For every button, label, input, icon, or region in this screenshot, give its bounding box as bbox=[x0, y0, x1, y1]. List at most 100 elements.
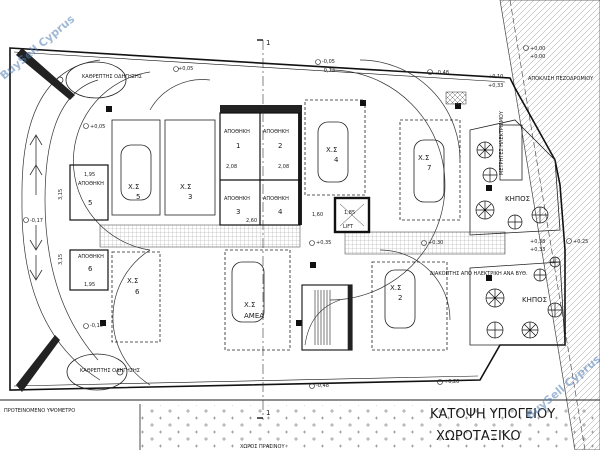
storage-1-width: 2,08 bbox=[226, 164, 237, 170]
storage-room-1: ΑΠΟΘΗΚΗ 1 2,08 bbox=[224, 129, 250, 170]
storage-3-number: 3 bbox=[236, 208, 240, 216]
parking-7-number: 7 bbox=[427, 164, 431, 172]
tree-icon bbox=[486, 321, 504, 339]
car-icon bbox=[231, 261, 265, 323]
storage-5-label: ΑΠΟΘΗΚΗ bbox=[78, 181, 104, 187]
direction-arrows bbox=[29, 134, 43, 281]
tree-icon bbox=[507, 214, 523, 230]
level-marker: -0,73 bbox=[322, 68, 335, 74]
storage-4-number: 4 bbox=[278, 208, 283, 216]
parking-3-number: 3 bbox=[188, 193, 192, 201]
car-icon bbox=[120, 144, 152, 201]
plan-title: ΚΑΤΟΨΗ ΥΠΟΓΕΙΟΥ bbox=[430, 407, 555, 422]
parking-4-label: Χ.Σ bbox=[326, 146, 337, 154]
storage-room-2: ΑΠΟΘΗΚΗ 2 2,08 bbox=[263, 129, 289, 170]
driving-aisle-curves bbox=[21, 59, 461, 386]
level-markers: +0,05 -0,05 -0,73 -0,48 +0,10 +0,33 +0,0… bbox=[30, 46, 588, 389]
staircase bbox=[301, 284, 353, 351]
building-outline bbox=[9, 47, 566, 391]
level-marker-symbols bbox=[23, 45, 572, 389]
mirror-icon bbox=[116, 368, 124, 376]
garden-top: ΜΕΤΡΗΤΕΣ ΗΛΕΚΤΡΙΣΜΟΥ ΚΗΠΟΣ bbox=[469, 110, 561, 236]
traffic-mirror-bottom: ΚΑΘΡΕΠΤΗΣ ΟΔΗΓΗΣΗΣ bbox=[66, 353, 140, 391]
plan-subtitle: ΧΩΡΟΤΑΞΙΚΟ bbox=[436, 429, 521, 444]
level-marker: -0,05 bbox=[322, 59, 335, 65]
level-marker: +0,25 bbox=[573, 239, 588, 245]
storage-1-number: 1 bbox=[236, 142, 240, 150]
storage-rooms-left bbox=[69, 164, 109, 291]
storage-5-number: 5 bbox=[88, 199, 92, 207]
garden-bottom: ΚΗΠΟΣ bbox=[469, 261, 566, 346]
parking-spaces bbox=[111, 99, 461, 351]
car-icon bbox=[317, 121, 349, 183]
level-marker: +0,38 bbox=[530, 239, 545, 245]
section-mark-top: 1 bbox=[266, 39, 270, 47]
parking-5-label: Χ.Σ bbox=[128, 183, 139, 191]
storage-2-label: ΑΠΟΘΗΚΗ bbox=[263, 129, 289, 135]
green-space-label: ΧΩΡΟΣ ΠΡΑΣΙΝΟΥ bbox=[240, 444, 285, 450]
tree-icon bbox=[476, 141, 494, 159]
storage-5-width: 1,95 bbox=[84, 172, 95, 178]
garden-bottom-label: ΚΗΠΟΣ bbox=[522, 296, 547, 304]
left-depth-a: 3,15 bbox=[58, 189, 64, 200]
lift-label: LIFT bbox=[343, 224, 354, 230]
parking-3-label: Χ.Σ bbox=[180, 183, 191, 191]
parking-amea-number: ΑΜΕΑ bbox=[244, 312, 264, 320]
storage-2-width: 2,08 bbox=[278, 164, 289, 170]
parking-amea-label: Χ.Σ bbox=[244, 301, 255, 309]
parking-6-number: 6 bbox=[135, 288, 140, 296]
storage-room-3: ΑΠΟΘΗΚΗ 3 2,60 bbox=[224, 196, 257, 224]
level-marker: +0,10 bbox=[488, 74, 503, 80]
storage-6-width: 1,95 bbox=[84, 282, 95, 288]
car-icon bbox=[413, 139, 445, 203]
tree-icon bbox=[485, 288, 505, 308]
car-icon bbox=[384, 269, 416, 329]
level-marker: +0,33 bbox=[488, 83, 503, 89]
tree-icon bbox=[482, 167, 498, 183]
left-depth-b: 3,15 bbox=[58, 254, 64, 265]
lift-depth: 1,85 bbox=[344, 210, 355, 216]
section-mark-bottom: 1 bbox=[266, 409, 270, 417]
level-marker: -0,48 bbox=[316, 383, 329, 389]
storage-6-label: ΑΠΟΘΗΚΗ bbox=[78, 254, 104, 260]
lift-width: 1,60 bbox=[312, 212, 323, 218]
parking-2-number: 2 bbox=[398, 294, 402, 302]
storage-room-5: ΑΠΟΘΗΚΗ 5 1,95 3,15 bbox=[58, 172, 104, 207]
ramp-edges bbox=[16, 48, 75, 392]
parking-6-label: Χ.Σ bbox=[127, 277, 138, 285]
mirror-top-label: ΚΑΘΡΕΠΤΗΣ ΟΔΗΓΗΣΗΣ bbox=[82, 74, 142, 80]
switch-note-label: ΔΙΑΚΟΠΤΗΣ ΑΠΟ ΗΛΕΚΤΡΙΚΗ ΑΝΑ ΒΥΘ. bbox=[430, 271, 528, 277]
electric-meters-label: ΜΕΤΡΗΤΕΣ ΗΛΕΚΤΡΙΣΜΟΥ bbox=[499, 110, 505, 175]
level-marker: +0,30 bbox=[428, 240, 443, 246]
level-marker: +0,33 bbox=[530, 247, 545, 253]
tree-icon bbox=[521, 321, 539, 339]
section-line: 1 1 bbox=[257, 39, 270, 420]
car-outlines bbox=[120, 121, 445, 329]
tree-icon bbox=[475, 200, 495, 220]
mirror-bottom-label: ΚΑΘΡΕΠΤΗΣ ΟΔΗΓΗΣΗΣ bbox=[80, 368, 140, 374]
level-marker: +0,35 bbox=[316, 240, 331, 246]
tree-icon bbox=[531, 206, 549, 224]
storage-room-6: ΑΠΟΘΗΚΗ 6 1,95 3,15 bbox=[58, 254, 104, 288]
level-marker: -0,17 bbox=[30, 218, 43, 224]
storage-room-4: ΑΠΟΘΗΚΗ 4 bbox=[263, 196, 289, 216]
parking-labels: Χ.Σ 5 Χ.Σ 3 Χ.Σ 6 Χ.Σ ΑΜΕΑ Χ.Σ 4 Χ.Σ 7 Χ… bbox=[127, 146, 431, 320]
storage-1-label: ΑΠΟΘΗΚΗ bbox=[224, 129, 250, 135]
parking-7-label: Χ.Σ bbox=[418, 154, 429, 162]
parking-4-number: 4 bbox=[334, 156, 339, 164]
storage-rooms-block bbox=[219, 112, 301, 226]
tree-icon bbox=[533, 268, 547, 282]
hatched-walls bbox=[99, 91, 506, 326]
level-marker: -0,10 bbox=[90, 323, 103, 329]
storage-4-label: ΑΠΟΘΗΚΗ bbox=[263, 196, 289, 202]
sidewalk-strip bbox=[499, 0, 600, 450]
level-marker: +0,05 bbox=[90, 124, 105, 130]
garden-top-label: ΚΗΠΟΣ bbox=[505, 195, 530, 203]
tree-icon bbox=[549, 256, 561, 268]
tree-icons bbox=[475, 141, 563, 339]
level-marker: -0,48 bbox=[436, 70, 449, 76]
drawing-title-block: ΠΡΟΤΕΙΝΟΜΕΝΟ ΥΨΟΜΕΤΡΟ ΚΑΤΟΨΗ ΥΠΟΓΕΙΟΥ ΧΩ… bbox=[4, 407, 555, 450]
green-space-area bbox=[0, 399, 600, 450]
level-marker: +0,00 bbox=[530, 46, 545, 52]
